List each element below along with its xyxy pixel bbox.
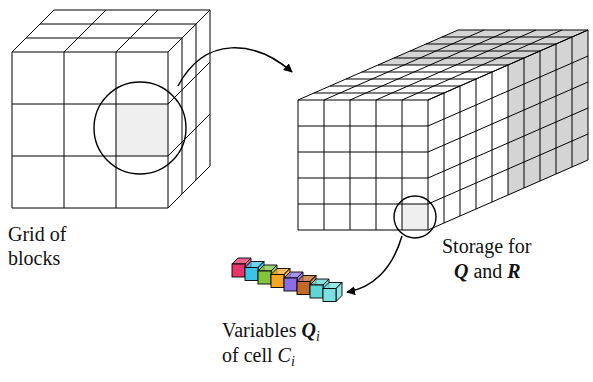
grid-stroke bbox=[64, 52, 65, 208]
grid-stroke bbox=[588, 30, 589, 160]
grid-stroke bbox=[168, 10, 210, 52]
grid-stroke bbox=[402, 100, 403, 230]
grid-stroke bbox=[12, 10, 54, 52]
variable-cube bbox=[232, 264, 245, 277]
label-text: and bbox=[473, 260, 502, 282]
grid-stroke bbox=[168, 166, 210, 208]
grid-stroke bbox=[298, 100, 299, 230]
grid-stroke bbox=[376, 100, 377, 230]
cell-variables bbox=[232, 258, 342, 302]
grid-stroke bbox=[116, 10, 158, 52]
grid-stroke bbox=[12, 52, 13, 208]
face bbox=[12, 52, 168, 208]
grid-stroke bbox=[314, 93, 444, 94]
highlight-cell bbox=[402, 204, 428, 230]
storage-label: QandR bbox=[454, 259, 521, 283]
grid-stroke bbox=[394, 58, 524, 59]
variable-cube bbox=[323, 289, 336, 302]
variable-cube bbox=[258, 271, 271, 284]
grid-stroke bbox=[12, 156, 168, 157]
grid-stroke bbox=[378, 65, 508, 66]
grid-stroke bbox=[492, 72, 493, 202]
face bbox=[298, 100, 428, 230]
grid-stroke bbox=[64, 10, 106, 52]
variable-cube bbox=[336, 283, 342, 302]
grid-stroke bbox=[556, 44, 557, 174]
variable-cube bbox=[284, 278, 297, 291]
label-text: Grid of blocks bbox=[8, 223, 66, 269]
grid-stroke bbox=[168, 114, 210, 156]
grid-stroke bbox=[428, 100, 429, 230]
highlight-cell bbox=[116, 104, 168, 156]
grid-stroke bbox=[476, 79, 477, 209]
grid-label: Grid of blocks bbox=[8, 222, 88, 270]
label-text: i bbox=[291, 354, 295, 369]
grid-stroke bbox=[12, 208, 168, 209]
grid-stroke bbox=[298, 152, 428, 153]
grey-half bbox=[508, 30, 588, 195]
grid-stroke bbox=[324, 100, 325, 230]
zoom-arrow bbox=[178, 48, 292, 86]
grid-stroke bbox=[26, 38, 182, 39]
grid-stroke bbox=[458, 30, 588, 31]
zoom-circle bbox=[94, 82, 186, 174]
label-text: of cell bbox=[222, 344, 273, 366]
grid-stroke bbox=[40, 24, 196, 25]
grid-stroke bbox=[572, 37, 573, 167]
grid-of-blocks bbox=[12, 10, 210, 208]
grid-stroke bbox=[350, 100, 351, 230]
grid-stroke bbox=[330, 86, 460, 87]
face bbox=[168, 10, 210, 208]
variable-cube bbox=[245, 268, 258, 281]
label-text: R bbox=[507, 260, 520, 282]
grid-stroke bbox=[298, 178, 428, 179]
variables-label: of cellCi bbox=[222, 343, 295, 374]
label-text: C bbox=[278, 344, 291, 366]
grid-stroke bbox=[350, 30, 510, 100]
label-text: Q bbox=[301, 319, 315, 341]
grid-stroke bbox=[116, 52, 117, 208]
grid-stroke bbox=[298, 204, 428, 205]
label-text: Storage for bbox=[442, 235, 531, 257]
grid-stroke bbox=[168, 10, 210, 52]
label-text: Q bbox=[454, 260, 468, 282]
grid-stroke bbox=[346, 79, 476, 80]
grid-stroke bbox=[298, 126, 428, 127]
grid-stroke bbox=[298, 230, 428, 231]
grid-stroke bbox=[524, 58, 525, 188]
grid-stroke bbox=[460, 86, 461, 216]
grid-stroke bbox=[508, 65, 509, 195]
grid-stroke bbox=[298, 100, 428, 101]
grid-stroke bbox=[12, 104, 168, 105]
grid-stroke bbox=[444, 93, 445, 223]
grid-stroke bbox=[196, 24, 197, 180]
label-text: i bbox=[316, 329, 320, 344]
zoom-arrow bbox=[347, 236, 402, 292]
grid-stroke bbox=[362, 72, 492, 73]
grid-stroke bbox=[168, 52, 169, 208]
label-text: Variables bbox=[222, 319, 296, 341]
grid-stroke bbox=[410, 51, 540, 52]
zoom-circle bbox=[394, 196, 436, 238]
grid-stroke bbox=[54, 10, 210, 11]
variable-cube bbox=[297, 282, 310, 295]
grid-stroke bbox=[210, 10, 211, 166]
grid-stroke bbox=[12, 52, 168, 53]
block-storage bbox=[298, 30, 588, 230]
grid-stroke bbox=[540, 51, 541, 181]
grid-stroke bbox=[182, 38, 183, 194]
variable-cube bbox=[310, 285, 323, 298]
storage-label: Storage for bbox=[442, 234, 531, 258]
grid-stroke bbox=[426, 44, 556, 45]
variable-cube bbox=[271, 275, 284, 288]
grid-stroke bbox=[442, 37, 572, 38]
